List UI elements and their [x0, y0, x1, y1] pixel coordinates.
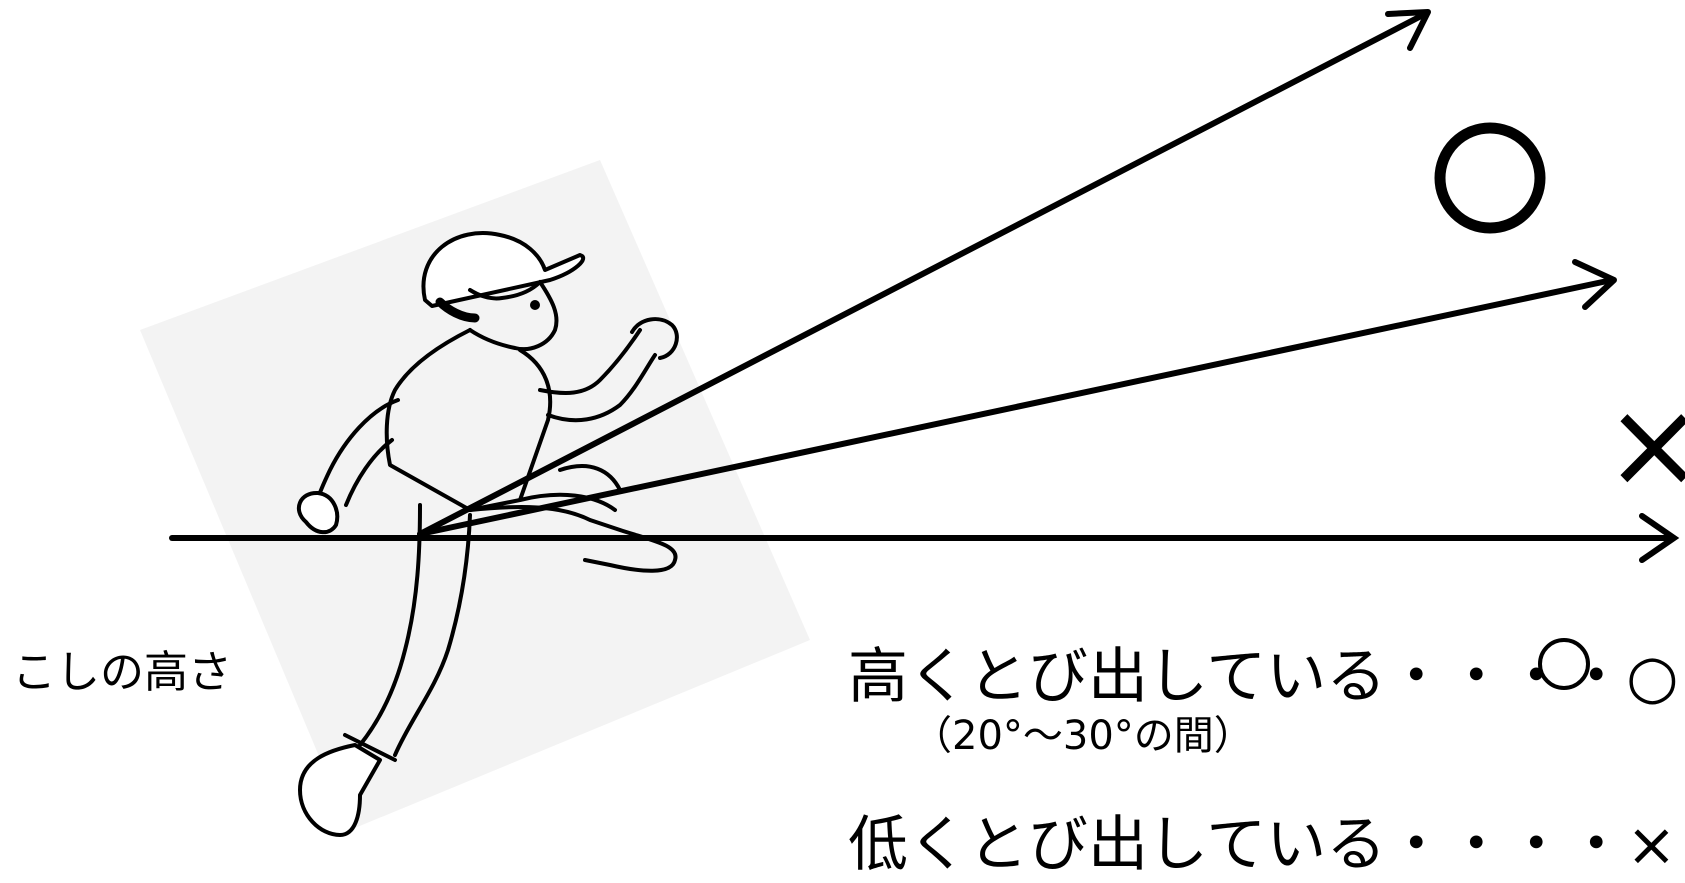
waist-height-label: こしの高さ	[12, 647, 232, 698]
bad-cross-mark: ×	[1604, 376, 1685, 515]
waist-reference-line	[169, 513, 1680, 563]
low-takeoff-label: 低くとび出している・・・・×	[848, 810, 1677, 880]
angle-range-label: （20°～30°の間）	[912, 713, 1254, 759]
high-takeoff-label: 高くとび出している・・・・○	[848, 642, 1679, 712]
good-circle-mark	[1434, 122, 1546, 234]
low-takeoff-arrow	[417, 259, 1617, 537]
runner-illustration	[140, 160, 810, 837]
high-takeoff-arrow	[417, 9, 1431, 537]
good-circle-inline-mark	[1538, 638, 1590, 690]
